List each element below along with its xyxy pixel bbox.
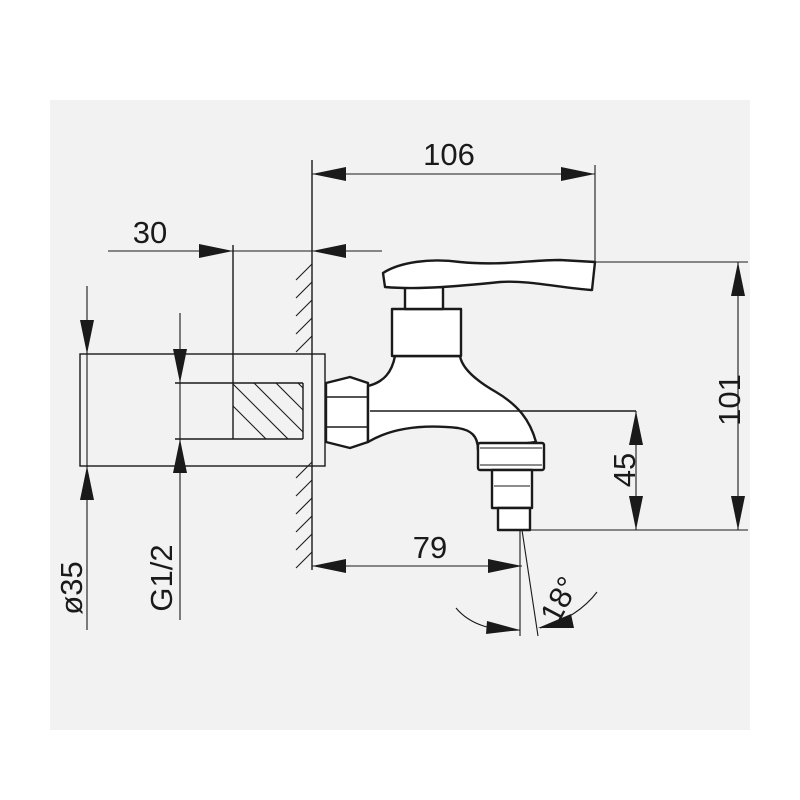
hex-nut: [324, 375, 370, 450]
dimension-101-label: 101: [712, 374, 747, 426]
dimension-diameter-35: [80, 286, 94, 630]
hose-connector: [476, 441, 546, 472]
dimension-79: [312, 559, 522, 573]
lever-handle: [381, 258, 597, 292]
dimension-30-label: 30: [133, 215, 167, 250]
dimension-79-label: 79: [413, 530, 447, 565]
valve-stem: [403, 285, 445, 311]
dimension-106-label: 106: [423, 137, 475, 172]
dimension-angle-18: [455, 529, 598, 637]
valve-bonnet: [390, 307, 463, 358]
connector-tip: [496, 506, 532, 532]
embedded-pipe-section: [79, 245, 326, 467]
dimension-45: [629, 411, 643, 530]
dimension-thread: [173, 313, 187, 620]
faucet-body: [324, 258, 636, 532]
connector-nipple: [490, 468, 534, 510]
dimension-106: [312, 165, 596, 262]
spout: [366, 354, 538, 452]
wall: [295, 160, 313, 570]
dimension-30: [108, 244, 382, 258]
dimension-angle-label: 18°: [533, 571, 586, 629]
dimension-101: [528, 261, 748, 531]
dimension-45-label: 45: [607, 453, 642, 487]
dimension-thread-label: G1/2: [144, 544, 179, 611]
pipe-hatching: [233, 383, 303, 439]
dimension-diameter-label: ø35: [54, 561, 89, 614]
